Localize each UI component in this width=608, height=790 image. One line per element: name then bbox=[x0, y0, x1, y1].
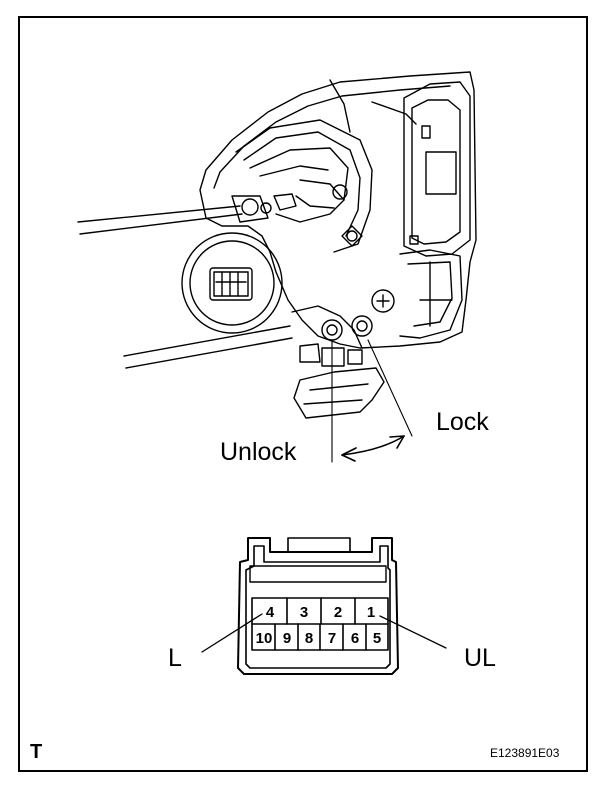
figure-id: E123891E03 bbox=[490, 746, 560, 760]
connector-pin-grid bbox=[251, 597, 389, 651]
lock-unlock-arrow bbox=[341, 435, 405, 462]
lock-label: Lock bbox=[436, 408, 489, 436]
leader-line-ul bbox=[379, 615, 447, 649]
diagram-frame bbox=[18, 16, 588, 772]
leader-line-l bbox=[201, 613, 263, 653]
pin-number: 1 bbox=[367, 604, 375, 621]
terminal-label-l: L bbox=[168, 644, 182, 672]
corner-code: T bbox=[30, 741, 43, 763]
pin-number: 9 bbox=[283, 630, 291, 647]
pin-number: 8 bbox=[305, 630, 313, 647]
pin-number: 3 bbox=[300, 604, 308, 621]
terminal-label-ul: UL bbox=[464, 644, 496, 672]
pin-number: 5 bbox=[373, 630, 381, 647]
connector-body bbox=[237, 537, 399, 675]
upper-cable bbox=[77, 205, 241, 223]
pin-number: 6 bbox=[351, 630, 359, 647]
pin-number: 7 bbox=[328, 630, 336, 647]
lower-cable bbox=[123, 325, 291, 357]
unlock-label: Unlock bbox=[220, 438, 297, 466]
pin-numbers-bottom: 10 9 8 7 6 5 bbox=[256, 630, 382, 647]
pin-numbers-top: 4 3 2 1 bbox=[266, 604, 375, 621]
pin-number: 2 bbox=[334, 604, 342, 621]
pin-number: 4 bbox=[266, 604, 275, 621]
pin-number: 10 bbox=[256, 630, 273, 647]
door-lock-assembly bbox=[77, 71, 477, 463]
